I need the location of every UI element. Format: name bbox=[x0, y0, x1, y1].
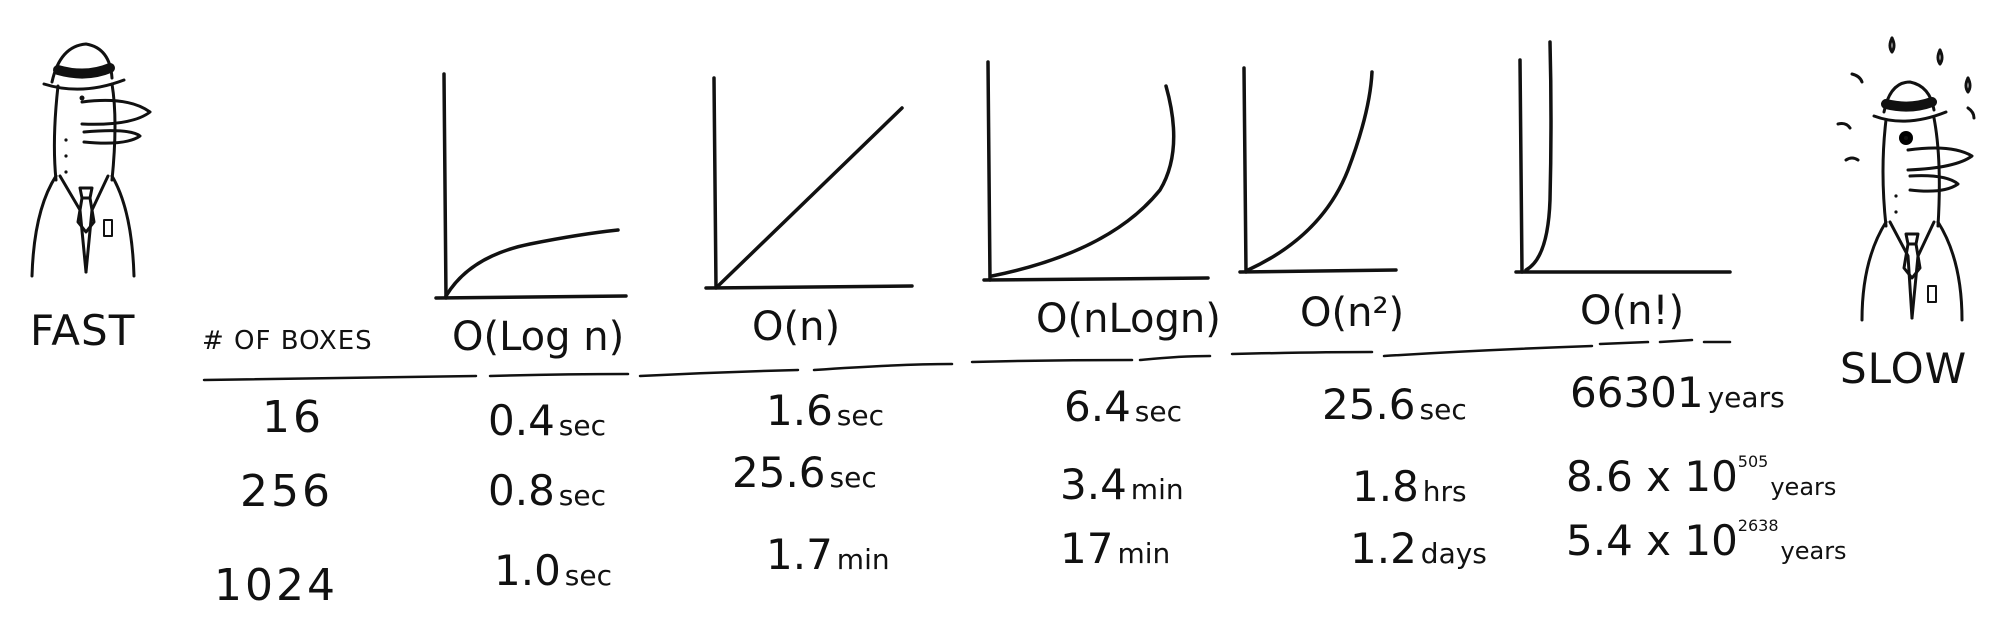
fast-label: FAST bbox=[30, 306, 136, 355]
graph-n-curve bbox=[716, 106, 904, 288]
time-unit: sec bbox=[1134, 395, 1183, 428]
time-value: 0.4 bbox=[488, 396, 555, 445]
graph-n-squared bbox=[1238, 66, 1398, 274]
row-1-box-count: 16 bbox=[262, 392, 324, 443]
time-unit: sec bbox=[564, 559, 613, 592]
time-unit: min bbox=[836, 543, 890, 576]
time-unit: hrs bbox=[1422, 475, 1467, 508]
time-unit: sec bbox=[558, 479, 607, 512]
time-unit: sec bbox=[836, 399, 885, 432]
row-2-n-factorial-time: 8.6 x 10505years bbox=[1566, 452, 1836, 501]
slow-label: SLOW bbox=[1840, 344, 1968, 393]
graph-log-n-y-axis bbox=[442, 72, 448, 300]
row-3-box-count: 1024 bbox=[214, 560, 338, 611]
time-exponent: 505 bbox=[1737, 452, 1769, 471]
time-value: 1.2 bbox=[1350, 524, 1417, 573]
table-header-rule bbox=[202, 338, 1732, 382]
row-3-n-factorial-time: 5.4 x 102638years bbox=[1566, 516, 1847, 565]
graph-n-squared-y-axis bbox=[1242, 66, 1248, 274]
time-value: 8.6 x 10 bbox=[1566, 452, 1738, 501]
time-unit: sec bbox=[558, 409, 607, 442]
time-unit: years bbox=[1770, 473, 1837, 501]
algo-label-n: O(n) bbox=[752, 304, 841, 350]
time-value: 1.8 bbox=[1352, 462, 1419, 511]
row-2-box-count: 256 bbox=[240, 466, 333, 517]
time-value: 25.6 bbox=[1322, 380, 1416, 429]
algo-label-n-squared: O(n²) bbox=[1300, 290, 1405, 336]
time-value: 66301 bbox=[1570, 368, 1704, 417]
graph-n-factorial-y-axis bbox=[1518, 58, 1524, 274]
time-unit: min bbox=[1117, 537, 1171, 570]
graph-n bbox=[704, 76, 914, 290]
graph-n-factorial-curve bbox=[1524, 40, 1553, 272]
time-value: 25.6 bbox=[732, 448, 826, 497]
algo-label-n-factorial: O(n!) bbox=[1580, 288, 1685, 334]
time-value: 1.6 bbox=[766, 386, 833, 435]
boxes-column-header: # OF BOXES bbox=[202, 326, 373, 356]
algo-label-n-log-n: O(nLogn) bbox=[1036, 296, 1221, 342]
fast-character-illustration bbox=[30, 42, 152, 278]
graph-n-factorial bbox=[1514, 40, 1732, 274]
time-value: 3.4 bbox=[1060, 460, 1127, 509]
graph-log-n-curve bbox=[444, 228, 620, 298]
graph-n-squared-x-axis bbox=[1238, 268, 1398, 274]
time-value: 6.4 bbox=[1064, 382, 1131, 431]
time-unit: years bbox=[1780, 537, 1847, 565]
time-value: 17 bbox=[1060, 524, 1114, 573]
slow-character-illustration bbox=[1836, 36, 1976, 322]
graph-n-log-n-x-axis bbox=[982, 276, 1210, 282]
time-unit: days bbox=[1420, 537, 1487, 570]
graph-n-y-axis bbox=[712, 76, 718, 290]
time-unit: years bbox=[1707, 381, 1785, 414]
time-value: 1.0 bbox=[494, 546, 561, 595]
graph-n-log-n-y-axis bbox=[986, 60, 992, 282]
graph-n-log-n bbox=[982, 60, 1210, 282]
graph-log-n bbox=[434, 72, 628, 300]
time-unit: sec bbox=[1419, 393, 1467, 426]
time-exponent: 2638 bbox=[1737, 516, 1779, 535]
time-value: 5.4 x 10 bbox=[1566, 516, 1738, 565]
time-value: 1.7 bbox=[766, 530, 833, 579]
graph-n-x-axis bbox=[704, 284, 914, 290]
time-value: 0.8 bbox=[488, 466, 555, 515]
graph-log-n-x-axis bbox=[434, 294, 628, 300]
graph-n-squared-curve bbox=[1246, 70, 1374, 272]
time-unit: min bbox=[1130, 473, 1184, 506]
algo-label-log-n: O(Log n) bbox=[452, 314, 625, 360]
graph-n-log-n-curve bbox=[990, 84, 1176, 278]
time-unit: sec bbox=[829, 461, 877, 494]
